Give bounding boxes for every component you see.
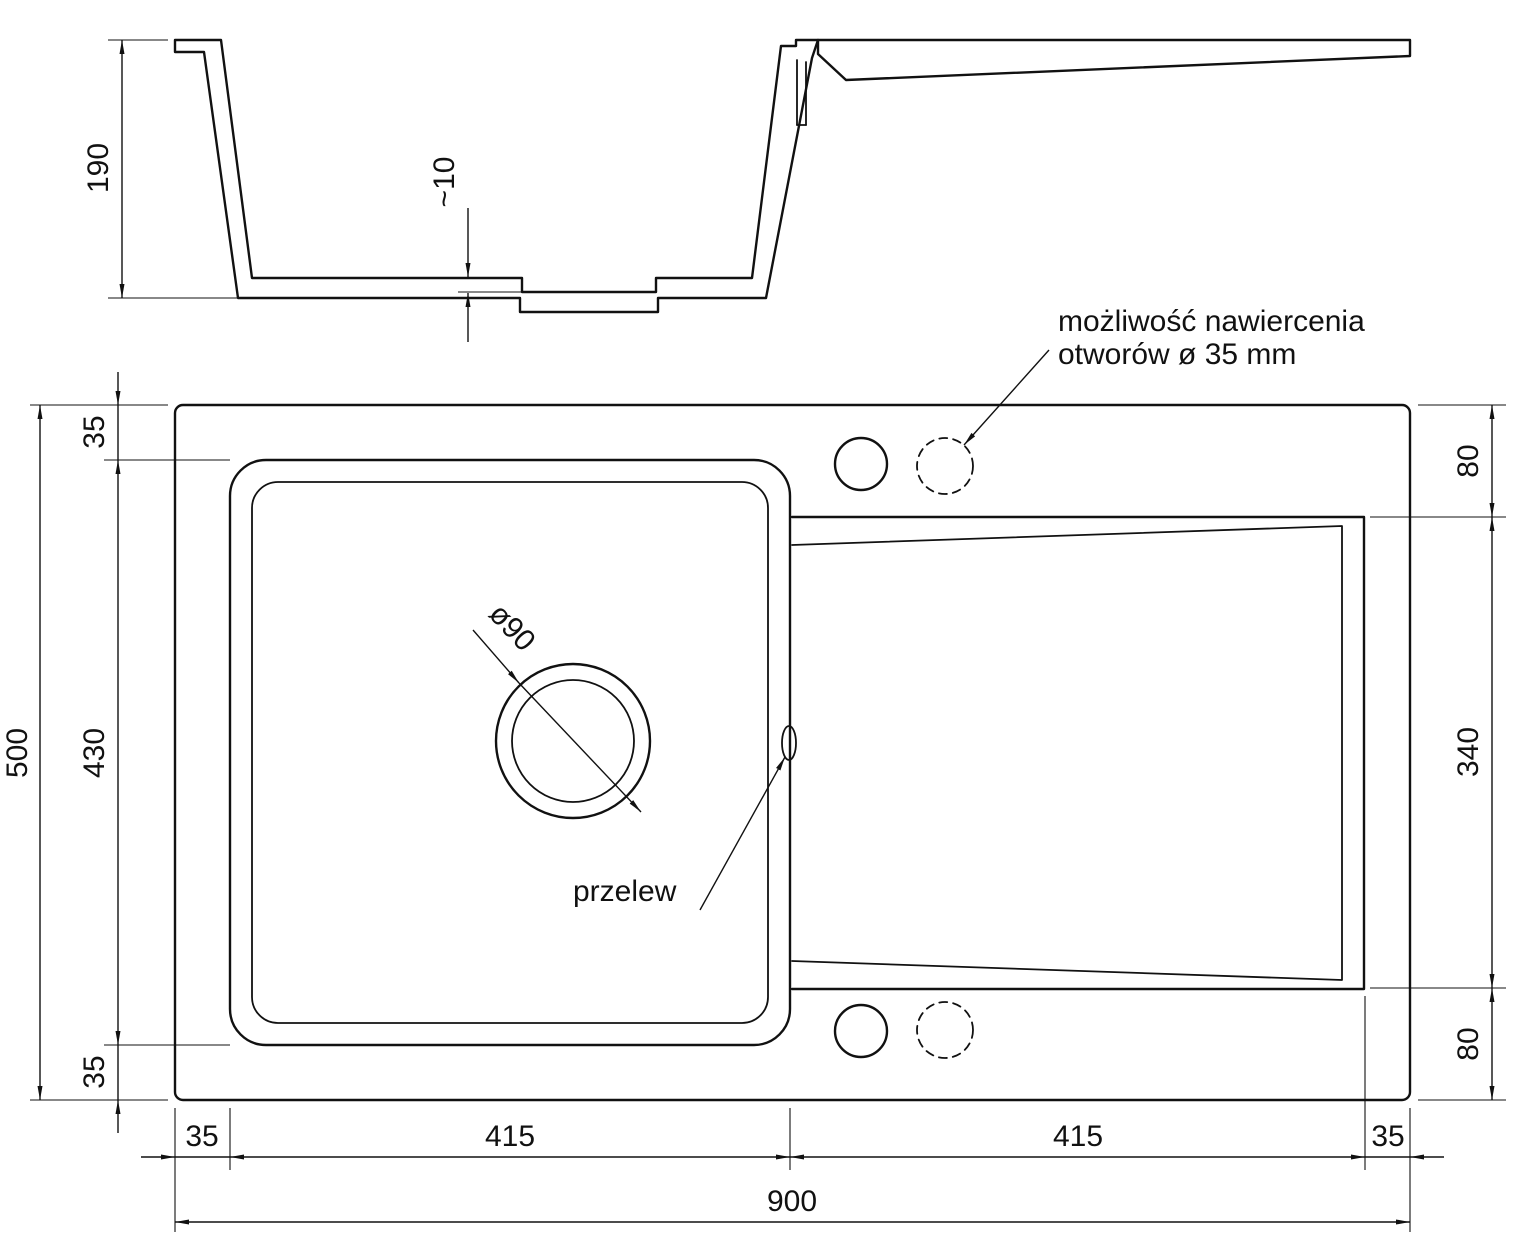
dim-bottom-margin-left: 35 [185, 1120, 218, 1153]
dim-drainer-width: 415 [1053, 1120, 1103, 1153]
dim-bowl-width: 415 [485, 1120, 535, 1153]
optional-hole-top [916, 437, 974, 495]
bowl-outer-edge [228, 458, 792, 1047]
drain-diameter-leader [518, 682, 642, 813]
dim-left-margin-bottom: 35 [78, 1055, 111, 1088]
dims-right: 80 340 80 [1370, 404, 1506, 1101]
dim-drainer-length: 340 [1452, 727, 1485, 777]
drill-note-line1: możliwość nawiercenia [1058, 305, 1365, 338]
dim-left-margin-top: 35 [78, 415, 111, 448]
drain-diameter-label: ø90 [482, 597, 541, 657]
plan-view: ø90 przelew możliwość nawiercenia otworó… [173, 305, 1412, 1102]
drill-note-line2: otworów ø 35 mm [1058, 338, 1296, 371]
dim-right-margin-top: 80 [1452, 444, 1485, 477]
overflow-hole [781, 725, 797, 761]
section-basin-profile [173, 38, 820, 314]
dims-bottom: 35 415 415 35 900 [141, 996, 1444, 1232]
optional-hole-bottom [916, 1001, 974, 1059]
dims-left: 500 35 430 35 [1, 372, 230, 1133]
drainer-outline [790, 515, 1366, 991]
dim-overall-width: 900 [767, 1185, 817, 1218]
section-step-dim: ~10 [428, 157, 461, 208]
faucet-hole-bottom [833, 1003, 889, 1059]
section-depth-dim: 190 [82, 143, 115, 193]
section-drainer-profile [816, 38, 1412, 82]
dim-right-margin-bottom: 80 [1452, 1027, 1485, 1060]
drain-hole-inner [511, 679, 635, 803]
dim-bowl-length: 430 [78, 728, 111, 778]
overflow-label: przelew [573, 875, 677, 908]
dim-overall-depth: 500 [1, 728, 34, 778]
section-view: 190 ~10 [82, 38, 1412, 342]
drain-hole-outer [494, 662, 652, 820]
dim-bottom-margin-right: 35 [1371, 1120, 1404, 1153]
drainer-inner-edge [791, 525, 1343, 981]
overflow-leader [699, 756, 786, 911]
drill-note-leader [963, 349, 1050, 446]
drain-diameter-leader [472, 629, 520, 684]
bowl-inner-edge [251, 481, 769, 1024]
sink-outline [173, 403, 1412, 1102]
faucet-hole-top [833, 436, 889, 492]
